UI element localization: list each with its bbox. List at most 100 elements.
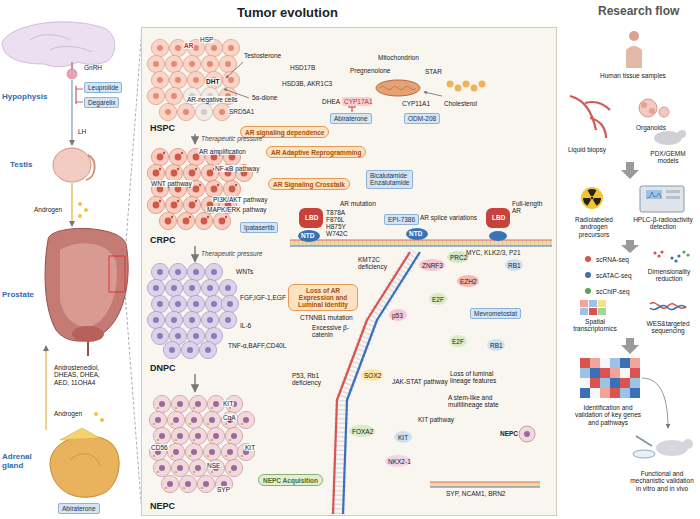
node-text: EPI-7386 bbox=[388, 216, 415, 223]
process-pill: AR Signaling Crosstalk bbox=[268, 178, 350, 190]
text-label: PI3K/AKT pathway bbox=[212, 196, 268, 203]
stage-cluster: NEPC bbox=[146, 392, 256, 512]
text-label: AR amplification bbox=[198, 148, 247, 155]
text-label: JAK-STAT pathway bbox=[392, 378, 448, 385]
drug-box: ODM-208 bbox=[404, 113, 440, 124]
node-text: AR Signaling Crosstalk bbox=[273, 181, 345, 188]
text-label: Adrenal gland bbox=[2, 452, 42, 470]
text-label: AR bbox=[183, 42, 194, 49]
text-label: E2F bbox=[432, 296, 444, 303]
text-label: NF-κB pathway bbox=[214, 165, 260, 172]
text-label: LH bbox=[78, 128, 86, 135]
dna-helix bbox=[333, 251, 540, 514]
edge-arrow bbox=[194, 246, 195, 262]
text-label: PRC2 bbox=[450, 254, 467, 261]
edge-label: Therapeutic pressure bbox=[201, 250, 262, 257]
node-text: Ipatasertib bbox=[244, 224, 274, 231]
text-label: NTD bbox=[409, 230, 422, 237]
text-label: FOXA2 bbox=[352, 428, 373, 435]
text-label: scATAC-seq bbox=[596, 272, 632, 279]
text-label: RB1 bbox=[508, 262, 521, 269]
text-label: E2F bbox=[452, 338, 464, 345]
drug-box: Abiraterone bbox=[330, 113, 372, 124]
process-pill: Loss of AR Expression and Luminal Identi… bbox=[288, 284, 358, 311]
text-label: Androgen bbox=[54, 410, 82, 417]
node-text: NEPC Acquisition bbox=[263, 477, 318, 484]
text-label: NEPC bbox=[500, 430, 518, 437]
stage-cluster: DNPC bbox=[146, 262, 246, 374]
text-label: AR mutation bbox=[340, 200, 376, 207]
node-text: Tumor evolution bbox=[142, 5, 556, 20]
text-label: HPLC-β-radioactivity detection bbox=[630, 216, 696, 231]
text-label: NTD bbox=[301, 232, 314, 239]
text-label: 5α-dione bbox=[252, 94, 277, 101]
text-label: Spatial transcriptomics bbox=[568, 318, 622, 333]
text-label: P53, Rb1 deficiency bbox=[292, 372, 334, 387]
text-label: LBD bbox=[492, 214, 505, 221]
drug-box: EPI-7386 bbox=[384, 214, 419, 225]
text-label: ZNRF3 bbox=[422, 262, 443, 269]
process-pill: AR Adaptive Reprogramming bbox=[266, 146, 366, 158]
node-text: AR Adaptive Reprogramming bbox=[271, 149, 361, 156]
cell-clusters bbox=[147, 39, 254, 492]
text-label: CTNNB1 mutation bbox=[300, 314, 353, 321]
text-label: HSP bbox=[199, 36, 214, 43]
text-label: W742C bbox=[326, 230, 348, 237]
text-label: CYP11A1 bbox=[402, 100, 430, 107]
text-label: RB1 bbox=[490, 342, 503, 349]
text-label: scRNA-seq bbox=[596, 256, 629, 263]
text-label: KIT bbox=[244, 444, 256, 451]
text-label: F876L bbox=[326, 216, 344, 223]
node-text: Abiraterone bbox=[334, 115, 368, 122]
tumor-panel-ground bbox=[142, 28, 556, 515]
text-label: Prostate bbox=[2, 290, 34, 299]
text-label: DHEA bbox=[322, 98, 340, 105]
text-label: CD56 bbox=[150, 444, 169, 451]
text-label: WNTs bbox=[236, 268, 253, 275]
text-label: Functional and mechanistic validation in… bbox=[628, 470, 696, 492]
text-label: T878A bbox=[326, 209, 345, 216]
node-text: Abiraterone bbox=[62, 505, 96, 512]
text-label: SYP bbox=[216, 486, 231, 493]
text-label: CYP17A1 bbox=[344, 98, 373, 105]
text-label: Liquid biopsy bbox=[568, 146, 606, 153]
text-label: Organoids bbox=[636, 124, 666, 131]
edge-arrow bbox=[194, 374, 195, 392]
text-label: scChIP-seq bbox=[596, 288, 630, 295]
text-label: AR-negative cells bbox=[186, 96, 239, 103]
text-label: KIT bbox=[222, 400, 234, 407]
node-text: Mevrometostat bbox=[474, 310, 517, 317]
text-label: WES&targeted sequencing bbox=[640, 320, 696, 335]
text-label: Cholesterol bbox=[444, 100, 477, 107]
drug-box: BicalutamideEnzalutamide bbox=[366, 170, 413, 189]
text-label: FGF,IGF-1,EGF bbox=[240, 294, 286, 301]
research-icons bbox=[570, 31, 693, 458]
text-label: HSD3B, AKR1C3 bbox=[282, 80, 332, 87]
text-label: AR splice variations bbox=[420, 214, 477, 221]
edge-arrow bbox=[194, 134, 195, 144]
anatomy bbox=[2, 22, 142, 515]
text-label: Dimensionality reduction bbox=[642, 268, 696, 283]
text-label: NKX2-1 bbox=[388, 458, 411, 465]
text-label: KIT pathway bbox=[418, 416, 454, 423]
node-text: AR signaling dependence bbox=[245, 129, 324, 136]
node-text: Leuprolide bbox=[88, 84, 118, 91]
node-text: Bicalutamide bbox=[370, 172, 409, 179]
node-text: CRPC bbox=[150, 235, 250, 245]
node-text: Loss of AR Expression and Luminal Identi… bbox=[293, 287, 353, 309]
text-label: Hypophysis bbox=[2, 92, 47, 101]
text-label: NSE bbox=[206, 462, 221, 469]
text-label: Radiolabeled androgen precursors bbox=[566, 216, 622, 238]
drug-box: Leuprolide bbox=[84, 82, 122, 93]
node-text: HSPC bbox=[150, 123, 242, 133]
node-text: Degarelix bbox=[88, 99, 115, 106]
text-label: Pregnenolone bbox=[350, 67, 390, 74]
text-label: A stem-like and multilineage state bbox=[448, 394, 514, 409]
text-label: SYP, NCAM1, BRN2 bbox=[446, 490, 505, 497]
drug-box: Ipatasertib bbox=[240, 222, 278, 233]
text-label: MAPK/ERK pathway bbox=[206, 206, 268, 213]
text-label: Excessive β-catenin bbox=[312, 324, 352, 339]
